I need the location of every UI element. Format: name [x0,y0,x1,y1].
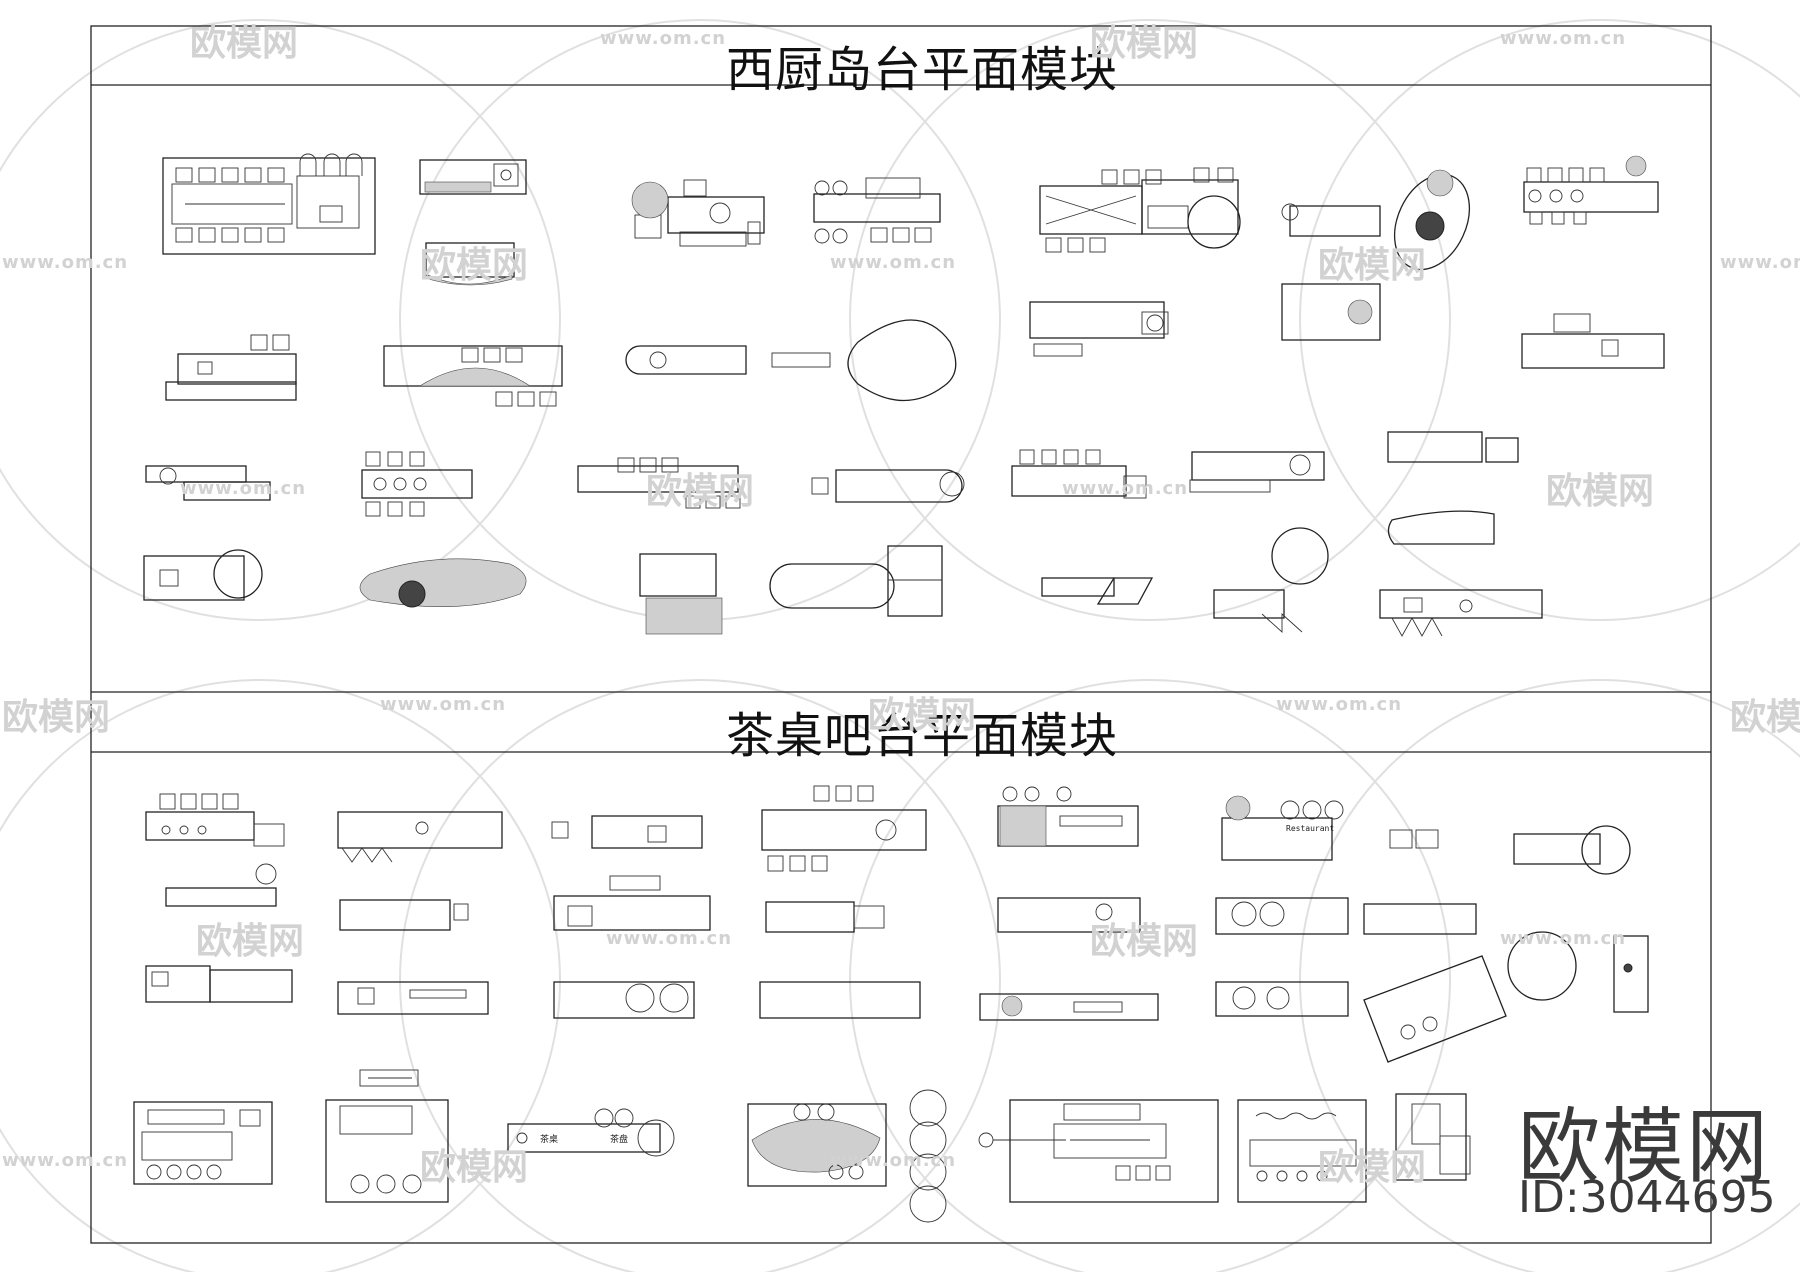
section-title-kitchen-island: 西厨岛台平面模块 [726,42,1119,98]
watermark-brand: 欧模网 [1090,23,1199,64]
watermark-brand: 欧模网 [190,23,299,64]
tea-table-label: 茶桌 [540,1135,559,1145]
watermark-brand: 欧模网 [1318,1147,1427,1188]
watermark-brand: 欧模网 [1318,245,1427,286]
watermark-url: www.om.cn [380,694,507,715]
watermark-url: www.om.cn [1720,252,1800,273]
watermark-url: www.om.cn [2,1150,129,1171]
watermark-url: www.om.cn [830,252,957,273]
tea-tray-label: 茶盘 [610,1135,629,1145]
watermark-brand: 欧模网 [420,1147,529,1188]
watermark-brand: 欧模网 [1730,697,1800,738]
watermark-brand: 欧模网 [1546,471,1655,512]
watermark-brand: 欧模网 [646,471,755,512]
watermark-brand: 欧模网 [2,697,111,738]
drawing-frame [90,25,1712,1244]
model-id: ID:3044695 [1518,1172,1776,1223]
watermark-url: www.om.cn [2,252,129,273]
watermark-brand: 欧模网 [1090,921,1199,962]
watermark-url: www.om.cn [1500,28,1627,49]
watermark-url: www.om.cn [1276,694,1403,715]
watermark-url: www.om.cn [1062,478,1189,499]
brand-logo-text: 欧模网 [1518,1100,1771,1195]
kitchen-island-blocks [143,153,1665,637]
section-title-tea-bar: 茶桌吧台平面模块 [726,708,1119,764]
watermark-url: www.om.cn [830,1150,957,1171]
watermark-brand: 欧模网 [196,921,305,962]
tea-bar-blocks [133,785,1649,1223]
watermark-brand: 欧模网 [868,695,977,736]
restaurant-label: Restaurant [1286,824,1335,833]
watermark-url: www.om.cn [1500,928,1627,949]
watermark-url: www.om.cn [606,928,733,949]
watermark-url: www.om.cn [180,478,307,499]
watermark-url: www.om.cn [600,28,727,49]
watermark-brand: 欧模网 [420,245,529,286]
